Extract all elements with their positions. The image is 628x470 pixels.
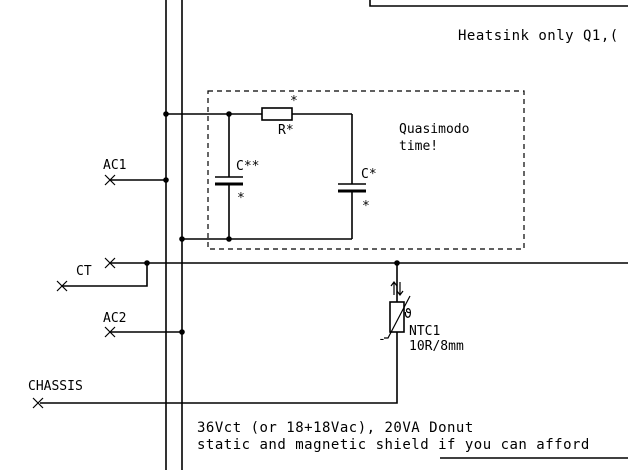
cap-left-mark: *: [237, 191, 245, 206]
transformer-note-line1: 36Vct (or 18+18Vac), 20VA Donut: [197, 420, 474, 436]
chassis-label: CHASSIS: [28, 379, 83, 394]
quasimodo-label-line2: time!: [399, 139, 438, 154]
junction-dot: [179, 329, 185, 335]
junction-dot: [226, 111, 232, 117]
ct-branch-terminal-x: [56, 280, 68, 292]
ntc-name-label: NTC1: [409, 324, 440, 339]
ac2-label: AC2: [103, 311, 126, 326]
top-box-edge: [369, 0, 628, 7]
ct-branch-wire: [62, 263, 148, 287]
ntc-current-arrows-icon: [390, 281, 404, 296]
resistor-label: R*: [278, 123, 294, 138]
ntc-theta-label: ϑ: [404, 307, 412, 322]
junction-dot: [163, 177, 169, 183]
cap-right-label: C*: [361, 167, 377, 182]
resistor-r: [261, 107, 293, 121]
quasimodo-dashed-box: [207, 90, 525, 250]
ntc-thermistor: [389, 301, 405, 333]
chassis-terminal-x: [32, 397, 44, 409]
quasimodo-label-line1: Quasimodo: [399, 122, 469, 137]
junction-dot: [226, 236, 232, 242]
resistor-mark: *: [290, 94, 298, 109]
cap-left-label: C**: [236, 159, 259, 174]
junction-dot: [163, 111, 169, 117]
ct-label: CT: [76, 264, 92, 279]
heatsink-note: Heatsink only Q1,(: [458, 28, 619, 44]
ntc-value-label: 10R/8mm: [409, 339, 464, 354]
ac2-terminal-x: [104, 326, 116, 338]
ac1-terminal-x: [104, 174, 116, 186]
junction-dot: [144, 260, 150, 266]
ntc-thermistor-slash: [384, 295, 411, 339]
ac1-label: AC1: [103, 158, 126, 173]
ntc-lead-bottom: [40, 332, 398, 404]
ct-terminal-x: [104, 257, 116, 269]
junction-dot: [179, 236, 185, 242]
cap-right-mark: *: [362, 199, 370, 214]
transformer-note-line2: static and magnetic shield if you can af…: [197, 437, 590, 453]
ntc-minus-label: -: [378, 332, 386, 347]
